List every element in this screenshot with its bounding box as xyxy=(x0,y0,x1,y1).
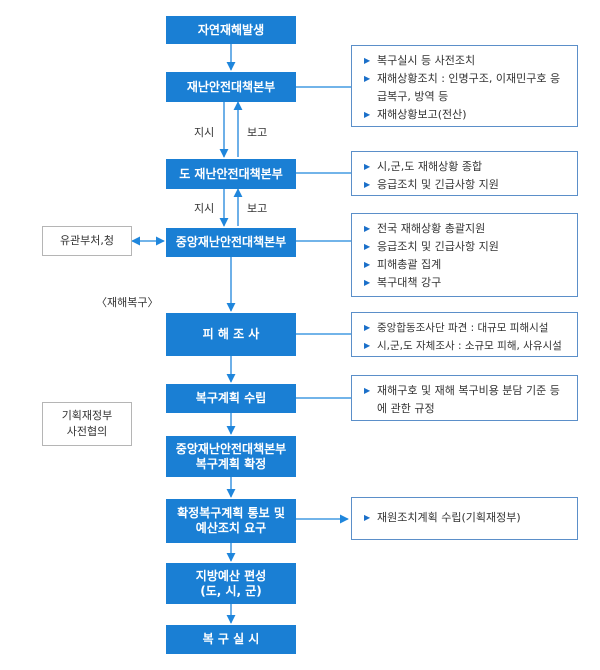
instruct-label: 지시 xyxy=(194,202,215,215)
node-central-hq: 중앙재난안전대책본부 xyxy=(166,228,296,257)
report-label: 보고 xyxy=(247,126,268,139)
note-item: 시,군,도 재해상황 종합 xyxy=(364,158,569,176)
node-local-hq: 재난안전대책본부 xyxy=(166,72,296,102)
note-item: 복구대책 강구 xyxy=(364,274,569,292)
note-item: 중앙합동조사단 파견 : 대규모 피해시설 xyxy=(364,319,569,337)
note-box-provincial-actions: 시,군,도 재해상황 종합 응급조치 및 긴급사항 지원 xyxy=(351,151,578,196)
note-item: 재해상황조치 : 인명구조, 이재민구호 응급복구, 방역 등 xyxy=(364,70,569,106)
report-label: 보고 xyxy=(247,202,268,215)
phase-label: 〈재해복구〉 xyxy=(96,296,159,309)
note-item: 응급조치 및 긴급사항 지원 xyxy=(364,176,569,194)
node-notification-budget: 확정복구계획 통보 및 예산조치 요구 xyxy=(166,499,296,543)
note-item: 복구실시 등 사전조치 xyxy=(364,52,569,70)
node-local-budget: 지방예산 편성 (도, 시, 군) xyxy=(166,563,296,604)
note-item: 전국 재해상황 총괄지원 xyxy=(364,220,569,238)
note-item: 응급조치 및 긴급사항 지원 xyxy=(364,238,569,256)
note-item: 피해총괄 집계 xyxy=(364,256,569,274)
side-box-finance-consultation: 기획재정부 사전협의 xyxy=(42,402,132,446)
node-provincial-hq: 도 재난안전대책본부 xyxy=(166,159,296,189)
note-item: 재원조치계획 수립(기획재정부) xyxy=(364,509,569,527)
node-damage-survey: 피 해 조 사 xyxy=(166,313,296,356)
node-recovery-execution: 복 구 실 시 xyxy=(166,625,296,654)
instruct-label: 지시 xyxy=(194,126,215,139)
note-box-central-actions: 전국 재해상황 총괄지원 응급조치 및 긴급사항 지원 피해총괄 집계 복구대책… xyxy=(351,213,578,297)
note-item: 재해상황보고(전산) xyxy=(364,106,569,124)
node-plan-confirmation: 중앙재난안전대책본부 복구계획 확정 xyxy=(166,436,296,477)
note-box-finance-plan: 재원조치계획 수립(기획재정부) xyxy=(351,497,578,540)
note-item: 시,군,도 자체조사 : 소규모 피해, 사유시설 xyxy=(364,337,569,355)
side-box-related-ministries: 유관부처,청 xyxy=(42,226,132,256)
note-box-local-actions: 복구실시 등 사전조치 재해상황조치 : 인명구조, 이재민구호 응급복구, 방… xyxy=(351,45,578,127)
note-box-planning-regulation: 재해구호 및 재해 복구비용 분담 기준 등에 관한 규정 xyxy=(351,375,578,421)
note-item: 재해구호 및 재해 복구비용 분담 기준 등에 관한 규정 xyxy=(364,382,569,418)
node-recovery-planning: 복구계획 수립 xyxy=(166,384,296,413)
note-box-survey-actions: 중앙합동조사단 파견 : 대규모 피해시설 시,군,도 자체조사 : 소규모 피… xyxy=(351,312,578,357)
node-disaster-occurrence: 자연재해발생 xyxy=(166,16,296,44)
